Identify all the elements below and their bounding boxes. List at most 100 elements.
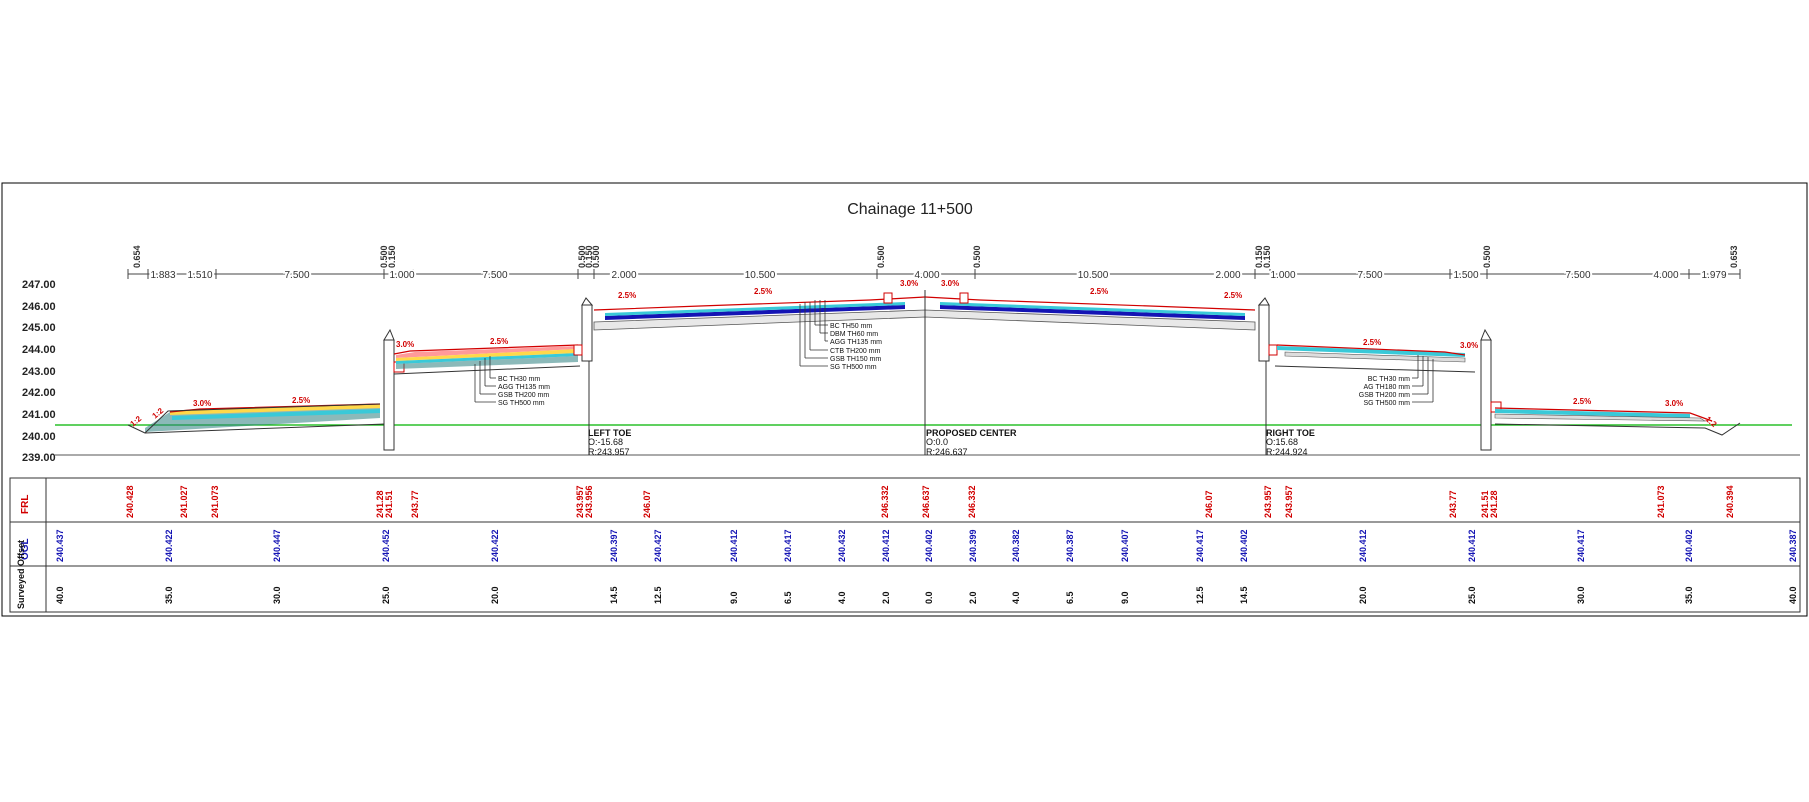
offset-value: 30.0: [1576, 586, 1586, 604]
right-outer-road: [1494, 407, 1741, 436]
offset-value: 35.0: [164, 586, 174, 604]
small-dimension-label: 0.150: [584, 245, 594, 268]
dimension-label: 7.500: [482, 270, 507, 281]
ogl-value: 240.387: [1065, 529, 1075, 562]
dimension-label: 4.000: [914, 270, 939, 281]
slope-label: 2.5%: [1573, 397, 1591, 406]
frl-value: 246.637: [921, 485, 931, 518]
right-service-callout: [1412, 355, 1434, 403]
layer-label: BC TH30 mm: [1368, 376, 1410, 383]
ogl-value: 240.412: [729, 529, 739, 562]
frl-value: 241.073: [210, 485, 220, 518]
left-outer-road: [127, 403, 386, 434]
table-row-labels: FRL OGL Surveyed Offset: [16, 495, 31, 609]
layer-label: GSB TH200 mm: [1359, 392, 1410, 399]
frl-value: 240.428: [125, 485, 135, 518]
dimension-label: 10.500: [745, 270, 776, 281]
small-dimension-label: 0.150: [387, 245, 397, 268]
ogl-value: 240.407: [1120, 529, 1130, 562]
dimension-label: 7.500: [1357, 270, 1382, 281]
slope-label: 3.0%: [941, 279, 959, 288]
offset-value: 30.0: [272, 586, 282, 604]
ctb-layer: [1277, 346, 1465, 357]
small-dimension-label: 0.500: [591, 245, 601, 268]
small-dimension-label: 0.150: [1262, 245, 1272, 268]
dimension-label: 1.510: [187, 270, 212, 281]
frl-value: 241.28: [1489, 490, 1499, 518]
left-service-text: BC TH30 mm AGG TH135 mm GSB TH200 mm SG …: [498, 376, 550, 407]
main-layer-callout: [799, 300, 828, 367]
left-toe-offset: O:-15.68: [588, 437, 623, 447]
offset-value: 6.5: [1065, 591, 1075, 604]
offset-value: 40.0: [1788, 586, 1798, 604]
layer-label: SG TH500 mm: [830, 364, 877, 371]
offset-value: 40.0: [55, 586, 65, 604]
small-dimension-label: 0.654: [132, 245, 142, 268]
frl-line-right: [924, 296, 1256, 311]
slope-label: 3.0%: [1665, 399, 1683, 408]
dimension-label: 2.000: [611, 270, 636, 281]
slope-label: 2.5%: [1090, 287, 1108, 296]
ogl-value: 240.417: [1195, 529, 1205, 562]
gsb-layer: [605, 305, 905, 320]
right-retaining-wall: [1480, 328, 1502, 451]
layer-label: AGG TH135 mm: [830, 339, 882, 346]
left-toe-label: LEFT TOE: [588, 428, 631, 438]
embankment-outline: [1494, 422, 1741, 436]
offset-value: 9.0: [1120, 591, 1130, 604]
left-toe-rl: R:243.957: [588, 447, 630, 457]
ogl-value: 240.412: [1358, 529, 1368, 562]
offset-value: 2.0: [881, 591, 891, 604]
small-dimension-label: 0.500: [379, 245, 389, 268]
offset-value: 12.5: [653, 586, 663, 604]
layer-label: BC TH30 mm: [498, 376, 540, 383]
ogl-value: 240.402: [924, 529, 934, 562]
main-right-wall: [1257, 297, 1278, 430]
median-left-kerb: [883, 292, 893, 304]
dimension-line: [127, 269, 1741, 279]
ogl-value: 240.412: [1467, 529, 1477, 562]
frl-value: 243.957: [575, 485, 585, 518]
service-outline: [393, 344, 579, 355]
frl-values: 240.428 241.027 241.073 241.28 241.51 24…: [125, 485, 1735, 518]
small-dimension-label: 0.500: [972, 245, 982, 268]
small-dimension-label: 0.500: [876, 245, 886, 268]
layer-label: CTB TH200 mm: [830, 348, 881, 355]
ctb-layer: [605, 302, 905, 316]
layer-label: SG TH500 mm: [498, 400, 545, 407]
ogl-value: 240.447: [272, 529, 282, 562]
dimension-label: 1.000: [389, 270, 414, 281]
ogl-value: 240.412: [881, 529, 891, 562]
chainage-title: Chainage 11+500: [847, 201, 973, 218]
gsb-layer: [396, 356, 578, 369]
offset-value: 0.0: [924, 591, 934, 604]
offset-value: 4.0: [1011, 591, 1021, 604]
small-dimension-label: 0.150: [1254, 245, 1264, 268]
frl-value: 241.51: [1480, 490, 1490, 518]
offset-value: 20.0: [1358, 586, 1368, 604]
data-table: [9, 477, 1801, 613]
layer-label: BC TH50 mm: [830, 323, 872, 330]
dimension-label: 7.500: [1565, 270, 1590, 281]
ogl-value: 240.402: [1239, 529, 1249, 562]
elevation-tick: 239.00: [22, 452, 56, 464]
offset-values: 40.0 35.0 30.0 25.0 20.0 14.5 12.5 9.0 6…: [55, 586, 1798, 604]
frl-value: 246.332: [967, 485, 977, 518]
center-offset: O:0.0: [926, 437, 948, 447]
ogl-value: 240.382: [1011, 529, 1021, 562]
offset-value: 35.0: [1684, 586, 1694, 604]
layer-label: SG TH500 mm: [1363, 400, 1410, 407]
elevation-tick: 246.00: [22, 301, 56, 313]
right-toe-label: RIGHT TOE: [1266, 428, 1315, 438]
ogl-value: 240.402: [1684, 529, 1694, 562]
slope-label: 2.5%: [618, 291, 636, 300]
subgrade-line: [1274, 365, 1476, 373]
dimension-label: 1.500: [1453, 270, 1478, 281]
subgrade-line: [393, 365, 581, 375]
offset-value: 14.5: [1239, 586, 1249, 604]
hatch-layer: [1494, 413, 1707, 422]
frl-value: 243.77: [1448, 490, 1458, 518]
bc-layer: [396, 346, 578, 358]
layer-label: AG TH180 mm: [1363, 384, 1410, 391]
